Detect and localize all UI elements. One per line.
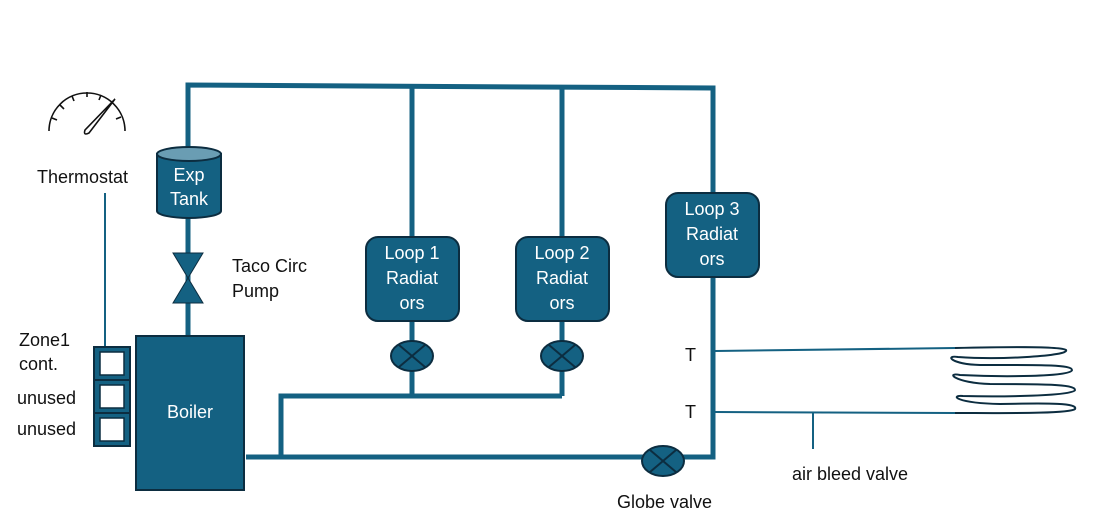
zone1-label-line1: Zone1 bbox=[19, 330, 70, 350]
boiler: Boiler bbox=[135, 335, 245, 491]
loop3-radiators: Loop 3 Radiat ors bbox=[665, 192, 760, 278]
air-bleed-label: air bleed valve bbox=[792, 464, 908, 484]
return-header bbox=[278, 393, 562, 457]
loop2-radiators: Loop 2 Radiat ors bbox=[515, 236, 610, 322]
baseboard-supply-line bbox=[714, 347, 956, 352]
zone3-label: unused bbox=[17, 419, 76, 439]
globe-valve-label: Globe valve bbox=[617, 492, 712, 512]
valve-bowtie-icon bbox=[172, 252, 204, 304]
boiler-label: Boiler bbox=[167, 402, 213, 422]
exp-tank-line2: Tank bbox=[170, 189, 209, 209]
loop1-valve-icon[interactable] bbox=[390, 340, 434, 372]
loop1-line1: Loop 1 bbox=[384, 243, 439, 263]
pump-label-line2: Pump bbox=[232, 281, 279, 301]
globe-valve-icon[interactable] bbox=[641, 445, 685, 477]
zone1-label-line2: cont. bbox=[19, 354, 58, 374]
radiant-coil-icon bbox=[950, 346, 1077, 415]
loop1-radiators: Loop 1 Radiat ors bbox=[365, 236, 460, 322]
loop2-valve-icon[interactable] bbox=[540, 340, 584, 372]
thermostat-label: Thermostat bbox=[37, 167, 128, 187]
loop3-line2: Radiat bbox=[686, 224, 738, 244]
loop1-line3: ors bbox=[399, 293, 424, 313]
zone2-label: unused bbox=[17, 388, 76, 408]
expansion-tank: Exp Tank bbox=[156, 146, 222, 219]
loop1-line2: Radiat bbox=[386, 268, 438, 288]
loop3-line3: ors bbox=[699, 249, 724, 269]
loop2-line1: Loop 2 bbox=[534, 243, 589, 263]
loop3-line1: Loop 3 bbox=[684, 199, 739, 219]
tee-label-upper: T bbox=[685, 345, 696, 365]
tee-label-lower: T bbox=[685, 402, 696, 422]
exp-tank-line1: Exp bbox=[173, 165, 204, 185]
loop2-line3: ors bbox=[549, 293, 574, 313]
loop2-line2: Radiat bbox=[536, 268, 588, 288]
pump-label-line1: Taco Circ bbox=[232, 256, 307, 276]
gauge-icon bbox=[48, 92, 126, 135]
zone-control-panel bbox=[93, 346, 131, 447]
baseboard-return-line bbox=[714, 411, 956, 414]
